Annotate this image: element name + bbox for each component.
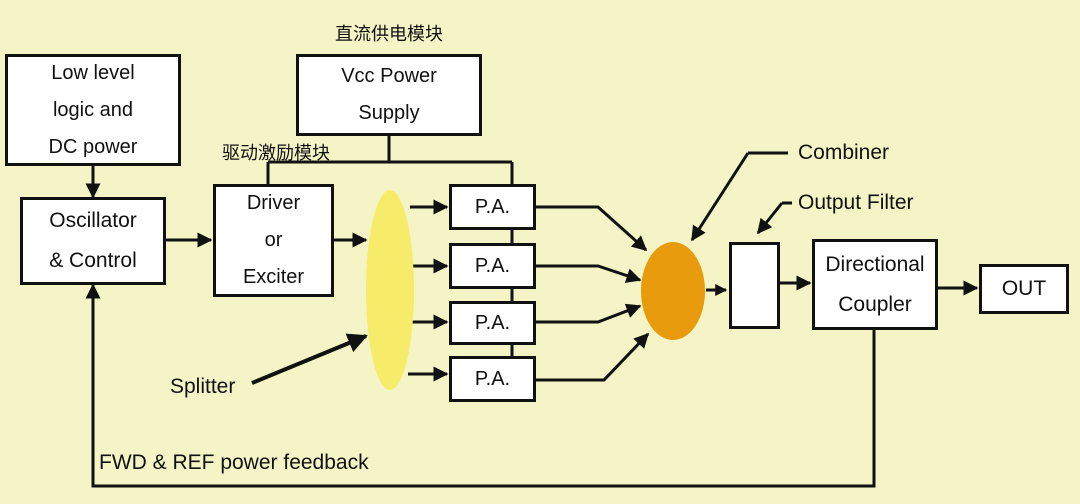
pa-label-1: P.A. [474, 195, 511, 218]
pa-box-2: P.A. [449, 243, 536, 289]
out-label: OUT [1001, 277, 1047, 300]
combiner-ellipse [641, 242, 705, 340]
splitter-label: Splitter [170, 375, 236, 398]
output-filter-label: Output Filter [798, 191, 914, 214]
output-filter-box [729, 242, 780, 329]
vcc-power-supply-box: Vcc Power Supply [296, 54, 482, 136]
driver-line-3: Exciter [242, 266, 305, 288]
driver-exciter-box: Driver or Exciter [213, 184, 334, 297]
directional-line-1: Directional [825, 252, 925, 276]
out-box: OUT [979, 264, 1069, 314]
driver-line-1: Driver [246, 192, 301, 214]
directional-coupler-box: Directional Coupler [812, 239, 938, 330]
pa-box-1: P.A. [449, 184, 536, 230]
combiner-label: Combiner [798, 141, 890, 164]
low-level-line-2: logic and [52, 98, 134, 121]
oscillator-line-1: Oscillator [49, 209, 137, 232]
feedback-label: FWD & REF power feedback [99, 451, 369, 474]
oscillator-control-box: Oscillator & Control [20, 197, 166, 285]
pa-box-3: P.A. [449, 301, 536, 345]
driver-line-2: or [264, 229, 283, 251]
vcc-line-2: Supply [358, 102, 420, 124]
low-level-line-3: DC power [48, 135, 138, 158]
pa-label-3: P.A. [474, 311, 511, 334]
splitter-ellipse [366, 190, 414, 390]
low-level-logic-box: Low level logic and DC power [5, 54, 181, 166]
dc-power-module-label: 直流供电模块 [335, 24, 443, 45]
pa-label-2: P.A. [474, 254, 511, 277]
driver-module-label: 驱动激励模块 [222, 143, 330, 164]
oscillator-line-2: & Control [49, 249, 137, 272]
low-level-line-1: Low level [51, 61, 135, 84]
vcc-line-1: Vcc Power [341, 65, 437, 87]
directional-line-2: Coupler [838, 292, 912, 316]
pa-box-4: P.A. [449, 356, 536, 402]
pa-label-4: P.A. [474, 367, 511, 390]
